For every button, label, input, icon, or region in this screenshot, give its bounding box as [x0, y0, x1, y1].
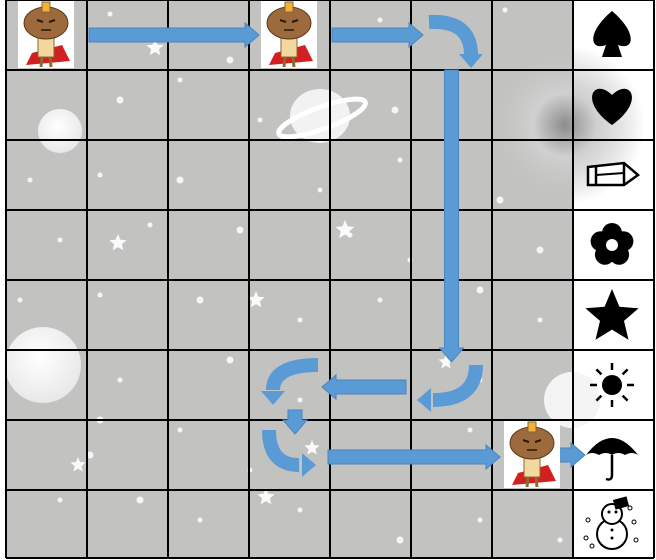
star-dot: [298, 508, 303, 513]
star-dot: [108, 12, 113, 17]
snowman-icon: [584, 496, 638, 549]
star-dot: [58, 238, 63, 243]
star-dot: [378, 18, 383, 23]
star-dot: [227, 57, 234, 64]
star-dot: [58, 498, 63, 503]
star-dot: [197, 297, 204, 304]
small-moon-icon: [38, 109, 82, 153]
superhero-character-icon: [504, 421, 560, 488]
star-dot: [398, 158, 403, 163]
star-dot: [98, 173, 103, 178]
star-dot: [227, 357, 234, 364]
star-dot: [137, 497, 144, 504]
star-icon: [585, 289, 638, 340]
star-dot: [537, 247, 544, 254]
superhero-character-icon: [18, 1, 74, 68]
star-dot: [198, 518, 203, 523]
superhero-character-icon: [261, 1, 317, 68]
star-dot: [497, 197, 504, 204]
flower-icon: [591, 223, 634, 265]
sun-icon: [590, 363, 634, 407]
star-dot: [118, 378, 123, 383]
star-dot: [503, 8, 508, 13]
star-dot: [28, 178, 33, 183]
star-dot: [117, 97, 124, 104]
star-dot: [378, 298, 383, 303]
star-dot: [318, 188, 323, 193]
star-dot: [478, 518, 483, 523]
star-dot: [18, 298, 23, 303]
star-dot: [258, 118, 263, 123]
large-moon-icon: [5, 327, 81, 403]
star-dot: [397, 537, 404, 544]
star-dot: [178, 78, 183, 83]
star-dot: [468, 428, 473, 433]
star-dot: [298, 318, 303, 323]
star-dot: [177, 177, 184, 184]
star-dot: [392, 107, 399, 114]
star-dot: [148, 223, 153, 228]
star-dot: [477, 287, 484, 294]
star-dot: [178, 428, 183, 433]
star-dot: [98, 293, 103, 298]
star-dot: [237, 227, 244, 234]
umbrella-icon: [586, 438, 638, 480]
star-dot: [538, 318, 543, 323]
star-dot: [558, 538, 563, 543]
spade-icon: [593, 11, 631, 57]
star-dot: [298, 398, 303, 403]
